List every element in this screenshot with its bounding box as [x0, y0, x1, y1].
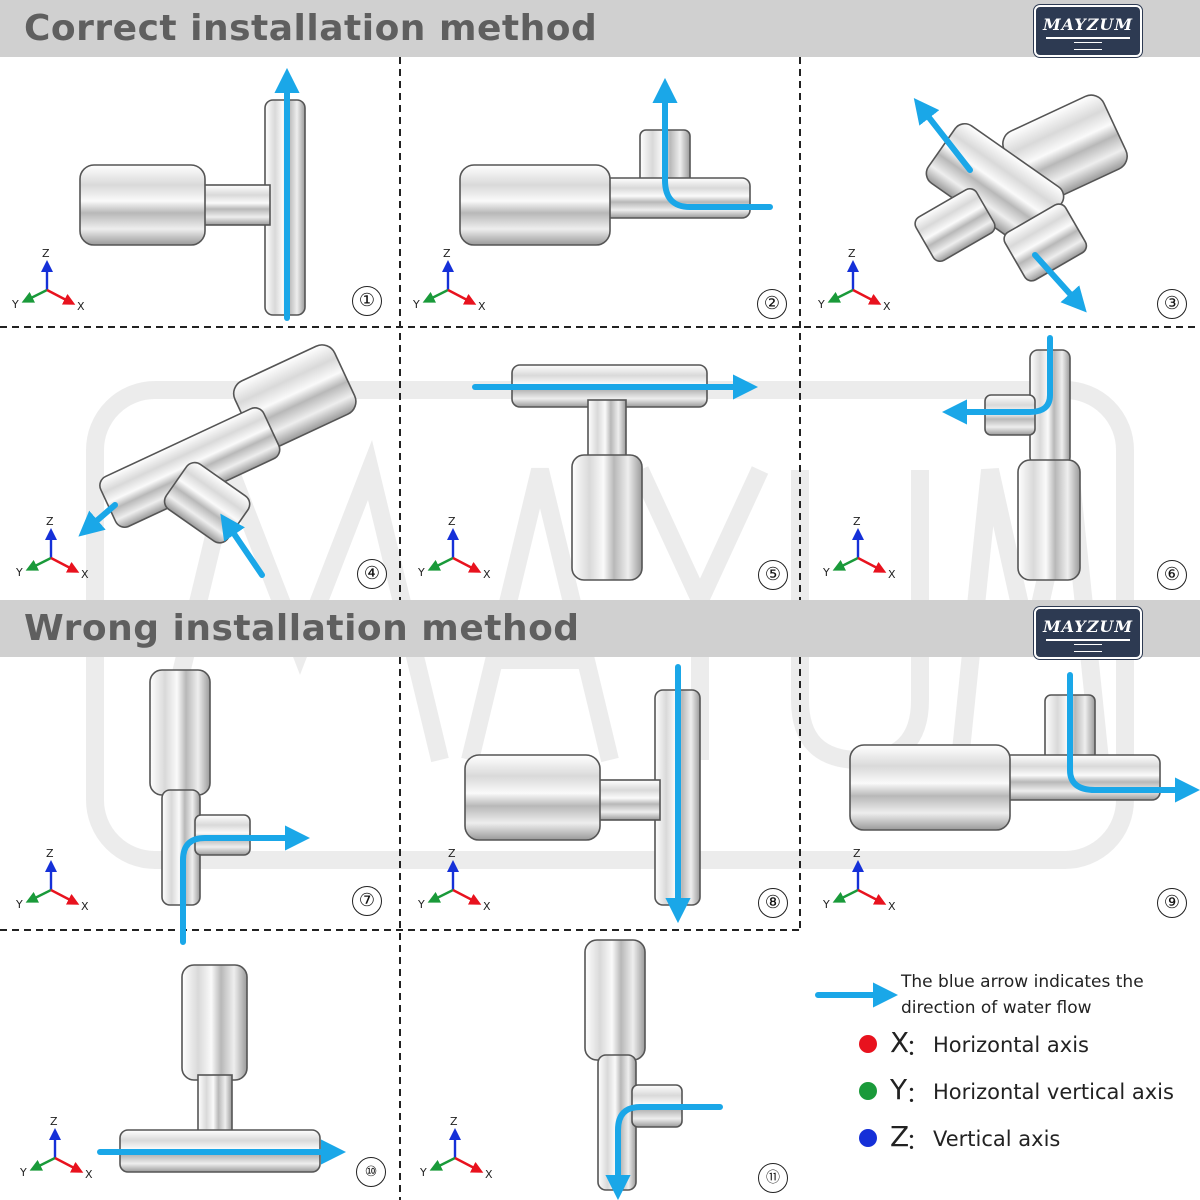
- legend-dot-y: [859, 1082, 877, 1100]
- axis-triad-2: [422, 260, 477, 305]
- legend-sep-y: ：: [906, 1083, 929, 1108]
- legend-dot-z: [859, 1129, 877, 1147]
- panel-number-8: ⑧: [758, 888, 788, 918]
- axis-triads: [21, 260, 887, 1173]
- panel-number-7: ⑦: [352, 886, 382, 916]
- legend-letter-z: Z: [890, 1120, 910, 1153]
- grid-dividers: [0, 57, 1200, 1200]
- axis-triad-8: [427, 860, 482, 905]
- correct-banner: Correct installation method: [0, 0, 1200, 57]
- logo-text: MAYZUM: [1042, 617, 1134, 636]
- panel-number-3: ③: [1157, 289, 1187, 319]
- logo-text: MAYZUM: [1042, 15, 1134, 34]
- fitting-4: [99, 344, 357, 544]
- panel-number-2: ②: [757, 289, 787, 319]
- legend-label-x: Horizontal axis: [933, 1033, 1089, 1057]
- brand-logo: MAYZUM: [1034, 5, 1142, 57]
- fitting-6: [984, 349, 1081, 581]
- fitting-3: [914, 94, 1128, 282]
- legend-letter-x: X: [890, 1026, 910, 1059]
- fitting-1: [79, 99, 306, 316]
- axis-triad-10: [29, 1128, 84, 1173]
- panel-number-9: ⑨: [1157, 888, 1187, 918]
- panel-number-1: ①: [352, 286, 382, 316]
- axis-triad-11: [429, 1128, 484, 1173]
- flow-arrow-4a: [220, 513, 265, 578]
- fitting-7: [149, 669, 251, 906]
- flow-arrow-4b: [78, 502, 118, 537]
- fitting-8: [464, 689, 701, 906]
- correct-title: Correct installation method: [24, 8, 598, 49]
- flow-arrow-3a: [913, 98, 973, 173]
- legend-label-y: Horizontal vertical axis: [933, 1080, 1174, 1104]
- legend-arrow-line2: direction of water flow: [901, 998, 1092, 1018]
- panel-number-10: ⑩: [356, 1157, 386, 1187]
- axis-triad-7: [25, 860, 80, 905]
- brand-logo-2: MAYZUM: [1034, 607, 1142, 659]
- legend-sep-z: ：: [906, 1130, 929, 1155]
- wrong-banner: Wrong installation method: [0, 600, 1200, 657]
- legend-dot-x: [859, 1035, 877, 1053]
- axis-triad-9: [832, 860, 887, 905]
- flow-arrow-2: [652, 77, 773, 210]
- flow-arrow-9: [1067, 672, 1200, 803]
- legend-label-z: Vertical axis: [933, 1127, 1061, 1151]
- legend-arrow-line1: The blue arrow indicates the: [901, 972, 1144, 992]
- fitting-2: [459, 129, 751, 246]
- panel-number-11: ⑪: [758, 1163, 788, 1193]
- axis-triad-6: [832, 528, 887, 573]
- panel-number-6: ⑥: [1157, 560, 1187, 590]
- fitting-10: [119, 964, 321, 1173]
- flow-arrow-6: [941, 335, 1053, 425]
- legend-letter-y: Y: [890, 1073, 908, 1106]
- flow-arrow-11: [605, 1104, 723, 1200]
- legend-sep-x: ：: [906, 1036, 929, 1061]
- flow-arrow-7: [180, 825, 311, 945]
- panel-number-4: ④: [357, 559, 387, 589]
- flow-arrows: [78, 67, 1200, 1200]
- panel-number-5: ⑤: [758, 560, 788, 590]
- wrong-title: Wrong installation method: [24, 608, 580, 649]
- fitting-9: [849, 694, 1161, 831]
- axis-triad-5: [427, 528, 482, 573]
- axis-triad-3: [827, 260, 882, 305]
- axis-triad-4: [25, 528, 80, 573]
- axis-triad-1: [21, 260, 76, 305]
- flow-arrow-3b: [1032, 252, 1087, 313]
- fitting-11: [584, 939, 683, 1191]
